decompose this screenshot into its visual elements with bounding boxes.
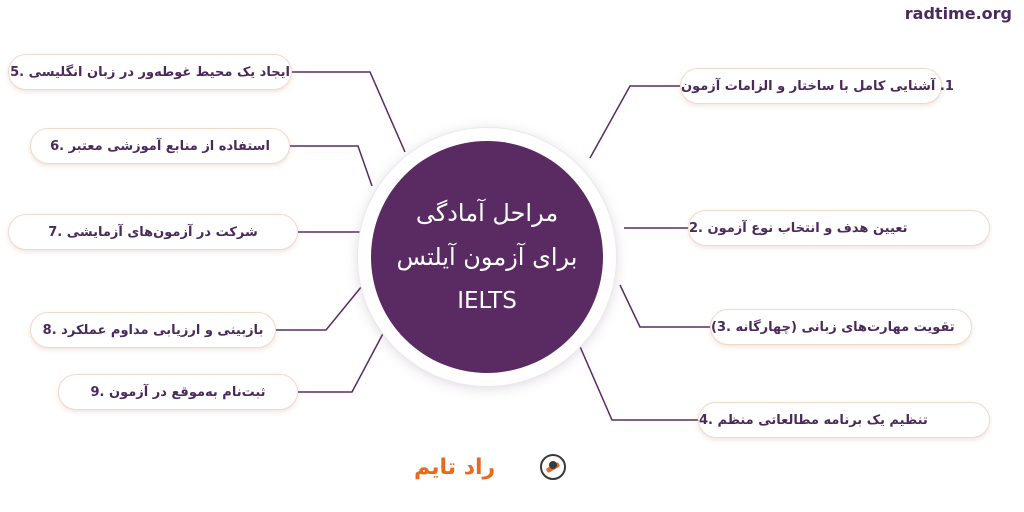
step-5-box: ایجاد یک محیط غوطه‌ور در زبان انگلیسی .5 [8, 54, 292, 90]
radtime-logo-icon [540, 454, 566, 480]
brand-logo: راد تایم [414, 452, 566, 482]
brand-logo-text: راد تایم [414, 454, 496, 480]
step-4-label: تنظیم یک برنامه مطالعاتی منظم .4 [699, 412, 928, 428]
center-title-line-3: IELTS [457, 288, 517, 314]
step-2-label: تعیین هدف و انتخاب نوع آزمون .2 [689, 220, 908, 236]
step-4-box: تنظیم یک برنامه مطالعاتی منظم .4 [698, 402, 990, 438]
step-3-box: تقویت مهارت‌های زبانی (چهارگانه .3) [710, 309, 972, 345]
step-2-box: تعیین هدف و انتخاب نوع آزمون .2 [688, 210, 990, 246]
connector-step-6 [290, 145, 373, 187]
step-9-label: ثبت‌نام به‌موقع در آزمون .9 [90, 384, 266, 400]
step-8-box: بازبینی و ارزیابی مداوم عملکرد .8 [30, 312, 276, 348]
step-3-label: تقویت مهارت‌های زبانی (چهارگانه .3) [711, 319, 955, 335]
connector-step-9 [298, 327, 387, 393]
center-topic: مراحل آمادگی برای آزمون آیلتس IELTS [371, 141, 603, 373]
connector-step-1 [589, 85, 680, 159]
step-6-box: استفاده از منابع آموزشی معتبر .6 [30, 128, 290, 164]
connector-step-3 [619, 284, 710, 328]
center-title-line-2: برای آزمون آیلتس [396, 243, 578, 271]
connector-step-8 [276, 285, 363, 331]
step-8-label: بازبینی و ارزیابی مداوم عملکرد .8 [42, 322, 264, 338]
site-label: radtime.org [904, 4, 1012, 23]
step-7-label: شرکت در آزمون‌های آزمایشی .7 [48, 224, 258, 240]
connector-step-5 [292, 71, 406, 153]
step-9-box: ثبت‌نام به‌موقع در آزمون .9 [58, 374, 298, 410]
step-5-label: ایجاد یک محیط غوطه‌ور در زبان انگلیسی .5 [10, 64, 290, 80]
center-title-line-1: مراحل آمادگی [415, 199, 559, 227]
step-7-box: شرکت در آزمون‌های آزمایشی .7 [8, 214, 298, 250]
connector-step-4 [577, 341, 698, 421]
step-6-label: استفاده از منابع آموزشی معتبر .6 [50, 138, 270, 154]
step-1-box: 1. آشنایی کامل با ساختار و الزامات آزمون [680, 68, 954, 104]
step-1-label: 1. آشنایی کامل با ساختار و الزامات آزمون [681, 78, 954, 94]
